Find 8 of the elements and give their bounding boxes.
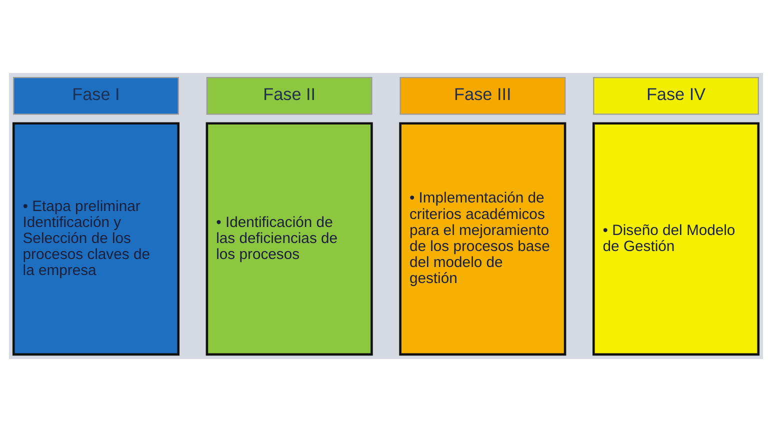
node-box: Fase I bbox=[13, 76, 179, 114]
node-box: Fase III bbox=[400, 76, 566, 114]
node-box: • Etapa preliminar Identificación y Selección de los procesos claves de la empresa bbox=[12, 122, 180, 356]
node-box: Fase IV bbox=[593, 76, 759, 114]
node-box: Fase II bbox=[206, 76, 372, 114]
node-box: • Identificación de las deficiencias de los procesos bbox=[206, 122, 373, 356]
node-box: • Diseño del Modelo de Gestión bbox=[592, 122, 760, 356]
node-box: • Implementación de criterios académicos para el mejoramiento de los procesos base del modelo de gestión bbox=[399, 122, 566, 356]
